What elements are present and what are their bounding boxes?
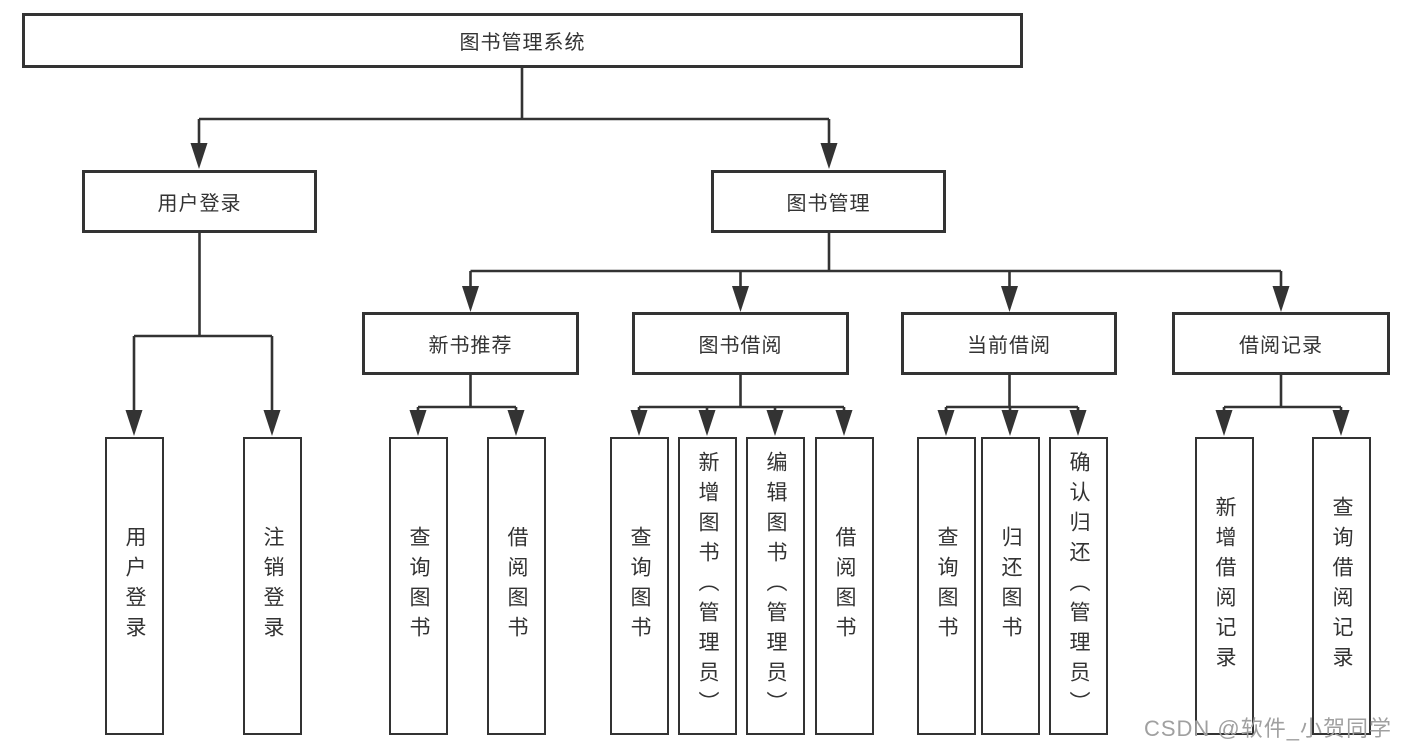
leaf-logout: 注销登录 [243,437,302,735]
node-label: 用户登录 [157,193,242,215]
leaf-label: 查询图书 [628,526,651,646]
leaf-query-books-recommend: 查询图书 [389,437,448,735]
node-user-login: 用户登录 [82,170,317,233]
leaf-label: 查询图书 [935,526,958,646]
leaf-edit-book-admin: 编辑图书（管理员） [746,437,805,735]
leaf-return-book: 归还图书 [981,437,1040,735]
leaf-query-borrow-record: 查询借阅记录 [1312,437,1371,735]
leaf-borrow-books-recommend: 借阅图书 [487,437,546,735]
node-borrow-records: 借阅记录 [1172,312,1390,375]
leaf-label: 借阅图书 [505,526,528,646]
node-current-borrow: 当前借阅 [901,312,1117,375]
leaf-query-books-current: 查询图书 [917,437,976,735]
leaf-user-login: 用户登录 [105,437,164,735]
csdn-watermark: CSDN @软件_小贺同学 [1143,716,1392,741]
leaf-label: 确认归还（管理员） [1067,451,1090,721]
leaf-label: 查询图书 [407,526,430,646]
leaf-query-books-borrow: 查询图书 [610,437,669,735]
node-label: 图书借阅 [698,335,783,357]
leaf-label: 归还图书 [999,526,1022,646]
leaf-borrow-books: 借阅图书 [815,437,874,735]
leaf-label: 注销登录 [261,526,284,646]
node-new-book-recommend: 新书推荐 [362,312,579,375]
node-book-management: 图书管理 [711,170,946,233]
node-book-borrow: 图书借阅 [632,312,849,375]
leaf-add-borrow-record: 新增借阅记录 [1195,437,1254,735]
arrowheads [125,143,1350,436]
node-label: 借阅记录 [1239,335,1323,357]
leaf-label: 查询借阅记录 [1330,496,1353,676]
leaf-label: 新增借阅记录 [1213,496,1236,676]
leaf-label: 新增图书（管理员） [696,451,719,721]
node-label: 当前借阅 [967,335,1051,357]
node-library-system: 图书管理系统 [22,13,1023,68]
node-label: 新书推荐 [428,335,513,357]
leaf-label: 编辑图书（管理员） [764,451,787,721]
leaf-label: 用户登录 [123,526,146,646]
leaf-label: 借阅图书 [833,526,856,646]
leaf-add-book-admin: 新增图书（管理员） [678,437,737,735]
node-label: 图书管理 [786,193,871,215]
leaf-confirm-return-admin: 确认归还（管理员） [1049,437,1108,735]
node-label: 图书管理系统 [459,32,586,54]
